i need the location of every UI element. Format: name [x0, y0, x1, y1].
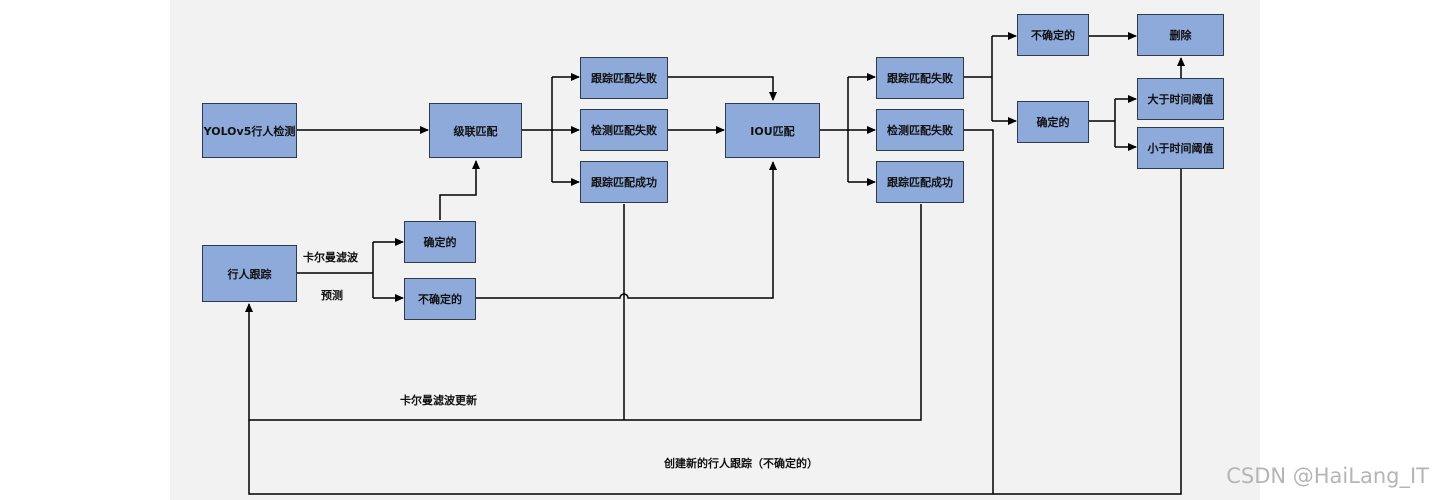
edge-below-new: [248, 169, 1182, 495]
create-new-track-label: 创建新的行人跟踪（不确定的）: [664, 457, 818, 470]
pedestrian-tracking-box: 行人跟踪: [202, 245, 297, 302]
below-threshold-box: 小于时间阈值: [1137, 127, 1224, 169]
above-threshold-box: 大于时间阈值: [1137, 78, 1224, 120]
edge-track-fail-iou: [668, 76, 777, 101]
confirmed-box-right: 确定的: [1017, 101, 1089, 143]
track-match-fail-box-1: 跟踪匹配失败: [580, 57, 668, 99]
kalman-update-label: 卡尔曼滤波更新: [400, 394, 477, 407]
detect-match-fail-box-1: 检测匹配失败: [580, 109, 668, 151]
kalman-predict-label: 卡尔曼滤波: [303, 251, 358, 264]
edge-uncertain-iou: [476, 161, 777, 299]
cascade-matching-box: 级联匹配: [429, 103, 522, 158]
track-match-success-box-1: 跟踪匹配成功: [580, 161, 668, 203]
confirmed-box-left: 确定的: [404, 221, 476, 263]
uncertain-box-top: 不确定的: [1017, 14, 1089, 56]
yolo-detection-box: YOLOv5行人检测: [202, 103, 297, 158]
track-match-success-box-2: 跟踪匹配成功: [876, 161, 964, 203]
detect-match-fail-box-2: 检测匹配失败: [876, 109, 964, 151]
predict-label: 预测: [321, 289, 343, 302]
edge-confirmed-cascade: [439, 160, 480, 220]
edge-success2-update: [245, 204, 922, 421]
delete-box: 删除: [1137, 14, 1224, 56]
edge-detectfail2-new: [964, 129, 994, 494]
diagram-canvas: [170, 0, 1260, 500]
track-match-fail-box-2: 跟踪匹配失败: [876, 57, 964, 99]
iou-matching-box: IOU匹配: [725, 103, 820, 158]
uncertain-box-left: 不确定的: [404, 278, 476, 320]
watermark: CSDN @HaiLang_IT: [1226, 464, 1429, 488]
